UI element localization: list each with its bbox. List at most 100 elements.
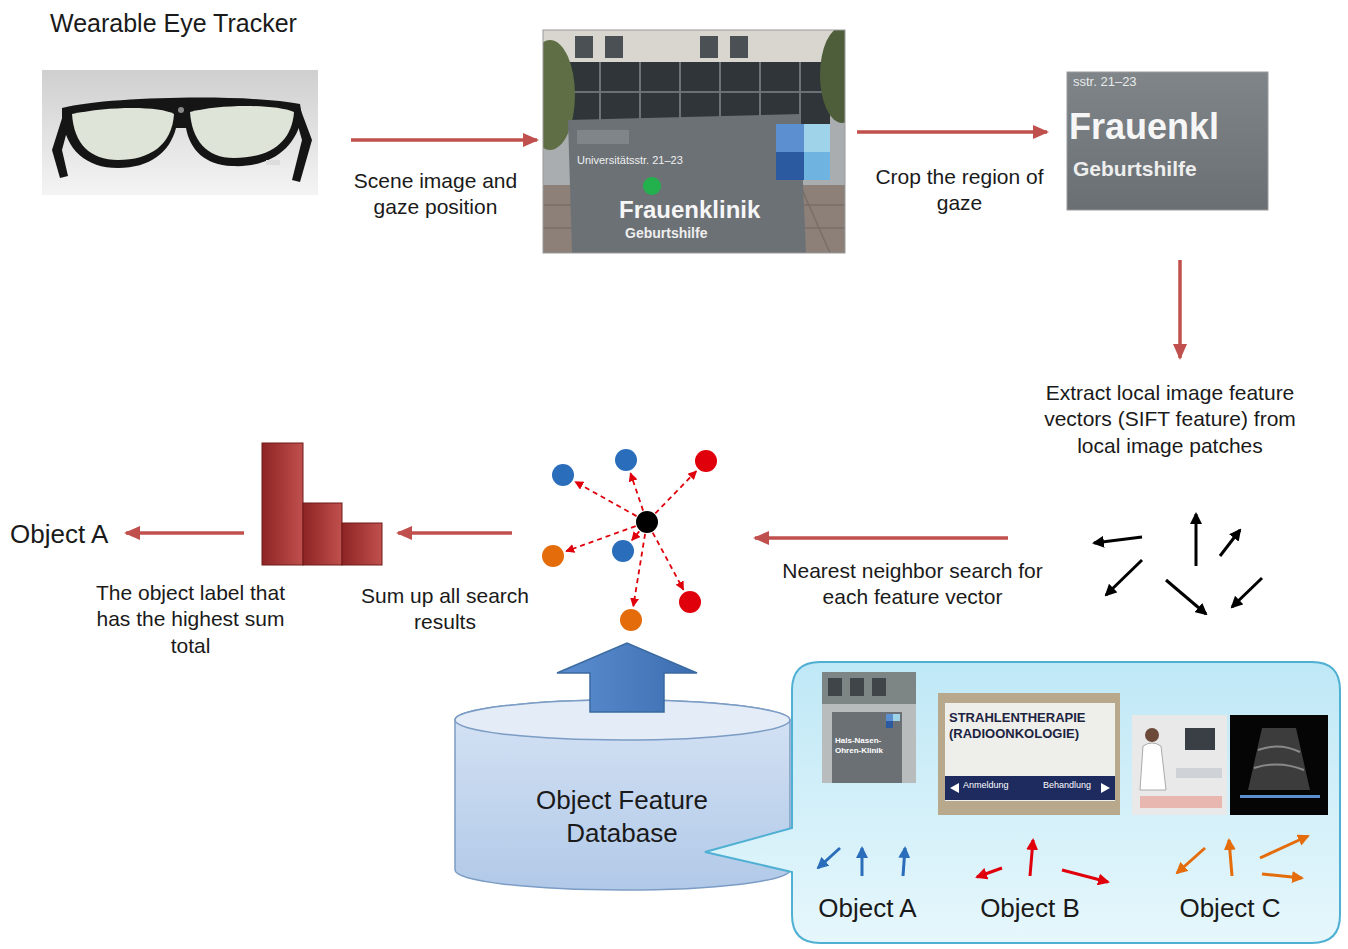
sign-text: Anmeldung	[963, 780, 1033, 791]
eye-tracker: Wearable Eye Tracker	[42, 8, 345, 198]
feature-dots	[615, 449, 637, 471]
object-vectors	[977, 840, 1108, 882]
object-entry: Object C	[1130, 710, 1330, 928]
object-photo	[950, 783, 959, 793]
histogram-bars	[342, 523, 382, 565]
sift-vectors	[1106, 560, 1142, 595]
sift-vectors	[1195, 514, 1198, 566]
object-photo	[1140, 796, 1222, 808]
flow-arrow	[126, 531, 244, 535]
object-photo	[828, 678, 842, 696]
database-shape	[455, 700, 790, 890]
database-cylinder: Object Feature Database	[455, 712, 790, 890]
histogram-bars	[262, 443, 382, 565]
object-label: Object A	[10, 518, 108, 551]
object-photo	[822, 672, 916, 783]
glasses-photo	[62, 98, 302, 168]
object-vectors	[1229, 840, 1232, 876]
sift-vectors	[1220, 530, 1240, 556]
feature-dots	[612, 540, 634, 562]
object-photo	[832, 712, 902, 783]
neighbor-links	[631, 473, 644, 510]
scene-image: Universitätsstr. 21–23FrauenklinikGeburt…	[543, 30, 845, 253]
glasses-photo	[190, 106, 294, 158]
feature-dots	[679, 591, 701, 613]
sift-vectors	[1094, 537, 1142, 543]
object-photo	[1132, 715, 1227, 815]
result-label: Object A	[10, 518, 110, 553]
gaze-crop: sstr. 21–23FrauenklGeburtshilfe	[1067, 72, 1268, 210]
object-photo	[1176, 768, 1222, 778]
object-photo	[1248, 728, 1310, 790]
glasses-photo	[178, 107, 184, 113]
crop-photo	[1067, 72, 1268, 210]
scene-photo	[543, 30, 845, 253]
object-photo	[1101, 783, 1110, 793]
object-vectors	[903, 848, 905, 876]
neighbor-links	[655, 471, 696, 513]
sign-text: STRAHLENTHERAPIE (RADIOONKOLOGIE)	[949, 710, 1117, 743]
heading: Wearable Eye Tracker	[50, 8, 345, 39]
sign-text: Frauenkl	[1069, 104, 1267, 149]
neighbor-links	[632, 531, 639, 540]
edge-label: Nearest neighbor search for each feature…	[780, 558, 1045, 611]
object-label: Object B	[935, 892, 1125, 925]
histogram-bars	[262, 443, 303, 565]
glasses-photo	[42, 70, 318, 195]
sign-text: Universitätsstr. 21–23	[577, 154, 727, 168]
scene-photo	[568, 114, 806, 253]
scene-photo	[700, 36, 718, 58]
scene-photo	[804, 152, 830, 180]
object-photo	[886, 721, 893, 728]
sign-text: Geburtshilfe	[1073, 156, 1263, 182]
object-photo	[1230, 715, 1328, 815]
histogram-bars	[303, 503, 342, 565]
object-vectors	[977, 868, 1002, 877]
neighbor-links	[653, 533, 684, 590]
callout-bubble	[705, 662, 1340, 943]
object-photo	[1145, 728, 1159, 742]
sign-text: Behandlung	[1043, 780, 1111, 791]
object-entry: Hals-Nasen-Ohren-KlinikObject A	[805, 672, 930, 928]
scene-photo	[820, 30, 845, 123]
sift-vectors	[1094, 514, 1262, 614]
crop-photo	[1067, 72, 1268, 210]
object-photo	[893, 714, 900, 721]
step-text: Extract local image feature vectors (SIF…	[1020, 380, 1320, 459]
object-vectors	[1262, 874, 1302, 878]
feature-extraction: Extract local image feature vectors (SIF…	[1020, 380, 1320, 620]
flow-arrow	[755, 536, 1008, 540]
object-photo	[822, 672, 916, 783]
block-arrow	[557, 643, 697, 712]
nearest-neighbor-plot	[540, 445, 725, 637]
object-vectors	[818, 848, 840, 868]
glasses-photo	[72, 108, 174, 160]
object-photo	[872, 678, 886, 696]
scene-photo	[575, 36, 593, 58]
feature-dots	[620, 609, 642, 631]
object-photo	[1140, 743, 1166, 790]
scene-photo	[577, 130, 629, 144]
object-photo	[822, 672, 916, 704]
scene-photo	[730, 36, 748, 58]
crop-photo	[1067, 72, 1268, 210]
flow-arrow	[398, 531, 512, 535]
object-label: Object A	[805, 892, 930, 925]
scene-photo	[543, 30, 845, 253]
flow-arrow	[857, 130, 1047, 134]
object-vectors	[861, 848, 864, 876]
feature-dots	[542, 449, 717, 631]
object-vectors	[818, 848, 905, 876]
edge-label: The object label that has the highest su…	[88, 580, 293, 659]
feature-dots	[542, 545, 564, 567]
neighbor-links	[566, 471, 696, 606]
object-vectors	[1062, 870, 1108, 882]
edge-label: Scene image and gaze position	[338, 168, 533, 221]
object-label: Object C	[1130, 892, 1330, 925]
object-vectors	[1177, 848, 1205, 873]
edge-label: Sum up all search results	[338, 583, 552, 636]
object-photo	[1132, 715, 1328, 815]
vote-histogram	[258, 440, 386, 568]
object-vectors	[1177, 836, 1308, 878]
